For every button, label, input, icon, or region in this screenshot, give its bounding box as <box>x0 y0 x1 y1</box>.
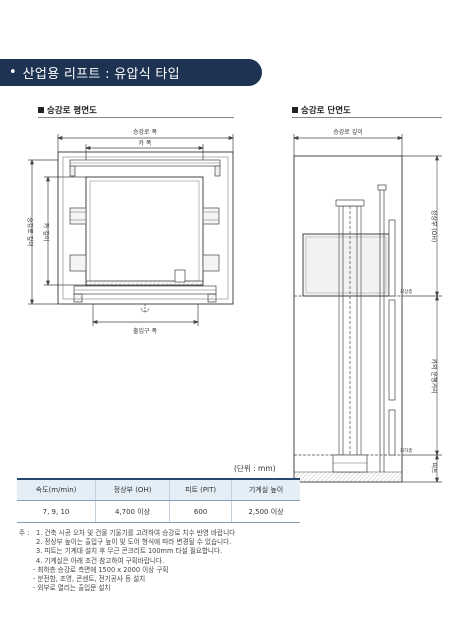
section-label-floor-bottom: 최하층 <box>400 447 412 454</box>
spec-header-overhead: 정상부 (OH) <box>95 478 170 501</box>
spec-header-machine-room: 기계실 높이 <box>231 478 300 501</box>
plan-car <box>85 176 204 286</box>
note-subitem: - 외부로 열리는 출입문 설치 <box>33 584 111 593</box>
spec-cell-speed: 7, 9, 10 <box>17 500 96 523</box>
page-title-bar: • 산업용 리프트 : 유압식 타입 <box>0 59 262 86</box>
note-item: 4. 기계실은 아래 조건 참고하여 구획바랍니다. <box>19 557 235 566</box>
spec-cell-overhead: 4,700 이상 <box>95 500 170 523</box>
plan-label-entrance-width: 출입구 폭 <box>133 327 157 335</box>
spec-table: 속도(m/min) 정상부 (OH) 피트 (PIT) 기계실 높이 7, 9,… <box>17 478 300 523</box>
section-label-overhead: 정상부 (OH) <box>430 210 438 242</box>
page-title: 산업용 리프트 : 유압식 타입 <box>22 67 180 82</box>
note-subitem: - 분전함, 조명, 콘센트, 전기공사 등 설치 <box>33 575 146 584</box>
plan-section-title: 승강로 평면도 <box>38 104 97 116</box>
note-subitem: - 최하층 승강로 측면에 1500 x 2000 이상 구획 <box>33 565 169 574</box>
note-text: 피트는 기계대 설치 후 무근 콘크리트 100mm 타설 필요합니다. <box>44 547 223 556</box>
plan-title-underline <box>38 117 234 118</box>
note-text: 기계실은 아래 조건 참고하여 구획바랍니다. <box>44 556 165 565</box>
spec-header-pit: 피트 (PIT) <box>169 478 232 501</box>
plan-section-title-text: 승강로 평면도 <box>47 106 97 116</box>
plan-label-car-width: 카 폭 <box>139 139 152 147</box>
plan-drawing <box>28 134 234 326</box>
plan-hoistway-wall <box>57 151 234 305</box>
table-row: 7, 9, 10 4,700 이상 600 2,500 이상 <box>17 500 300 523</box>
section-label-floor-top: 최상층 <box>400 288 412 295</box>
section-label-pit: 피트 <box>430 462 438 474</box>
note-item: 2. 정상부 높이는 출입구 높이 및 도어 형식에 따라 변경될 수 있습니다… <box>19 538 235 547</box>
notes: 주 : 1. 건축 시공 오차 및 건물 기울기를 고려하여 승강로 치수 반영… <box>19 529 235 593</box>
section-drawing <box>293 134 442 483</box>
section-section-title-text: 승강로 단면도 <box>301 106 351 116</box>
unit-label: (단위 : mm) <box>234 464 276 473</box>
spec-header-speed: 속도(m/min) <box>17 478 96 501</box>
square-bullet-icon <box>38 107 44 113</box>
spec-header-row: 속도(m/min) 정상부 (OH) 피트 (PIT) 기계실 높이 <box>17 478 300 501</box>
section-label-hoistway-depth: 승강로 깊이 <box>333 128 363 136</box>
note-num: 3. <box>36 547 43 556</box>
note-num: 2. <box>36 538 43 547</box>
note-item: 주 : 1. 건축 시공 오차 및 건물 기울기를 고려하여 승강로 치수 반영… <box>19 529 235 538</box>
title-bullet: • <box>9 65 17 80</box>
note-text: 건축 시공 오차 및 건물 기울기를 고려하여 승강로 치수 반영 바랍니다 <box>44 529 236 537</box>
section-label-travel: 카의 운행거리 <box>430 358 438 393</box>
spec-cell-machine-room: 2,500 이상 <box>231 500 300 523</box>
note-text: 정상부 높이는 출입구 높이 및 도어 형식에 따라 변경될 수 있습니다. <box>44 538 232 547</box>
spec-cell-pit: 600 <box>169 500 232 523</box>
plan-label-car-depth: 카 깊이 <box>42 223 50 241</box>
note-num: 4. <box>36 556 43 565</box>
notes-prefix: 주 : <box>19 529 30 537</box>
plan-label-hoistway-width: 승강로 폭 <box>133 128 157 136</box>
plan-label-hoistway-depth: 승강로 깊이 <box>26 217 34 247</box>
section-car <box>302 233 390 297</box>
section-section-title: 승강로 단면도 <box>292 104 351 116</box>
note-item: 3. 피트는 기계대 설치 후 무근 콘크리트 100mm 타설 필요합니다. <box>19 547 235 556</box>
note-num: 1. <box>36 529 43 537</box>
square-bullet-icon <box>292 107 298 113</box>
section-title-underline <box>292 117 442 118</box>
